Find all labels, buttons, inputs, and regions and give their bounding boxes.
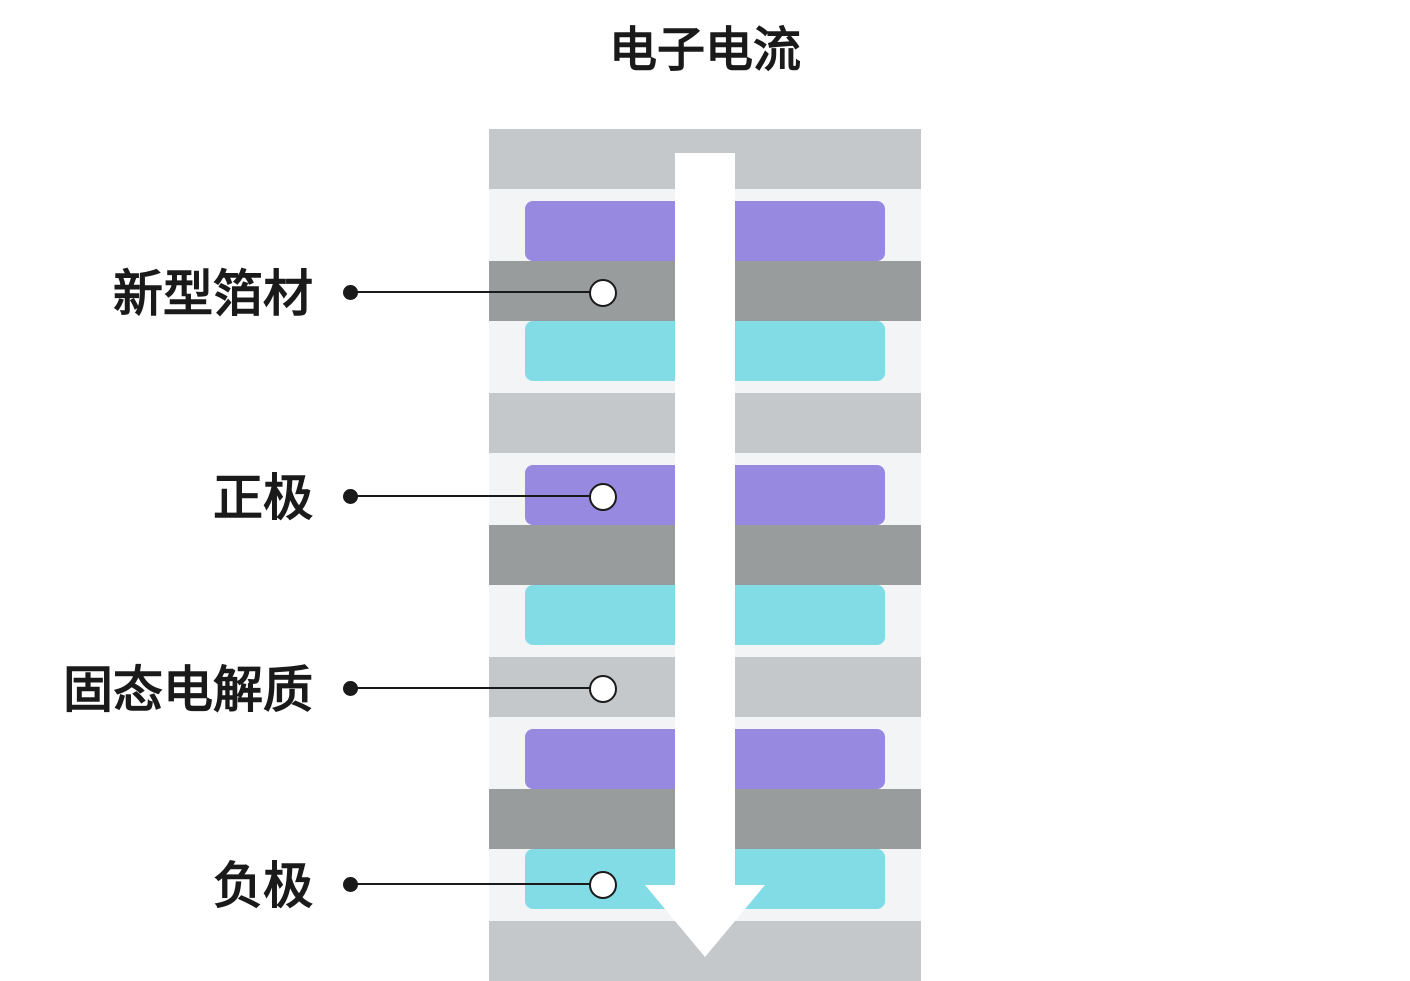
- label-anode: 负极: [213, 857, 313, 915]
- callout-marker: [589, 483, 617, 511]
- callout-line: [350, 687, 590, 689]
- callout-marker: [589, 279, 617, 307]
- label-foil: 新型箔材: [113, 265, 313, 323]
- callout-line: [350, 291, 590, 293]
- diagram-title: 电子电流: [608, 22, 801, 78]
- label-electrolyte: 固态电解质: [63, 661, 313, 719]
- callout-line: [350, 495, 590, 497]
- callout-line: [350, 883, 590, 885]
- callout-marker: [589, 675, 617, 703]
- callout-marker: [589, 871, 617, 899]
- label-cathode: 正极: [213, 469, 313, 527]
